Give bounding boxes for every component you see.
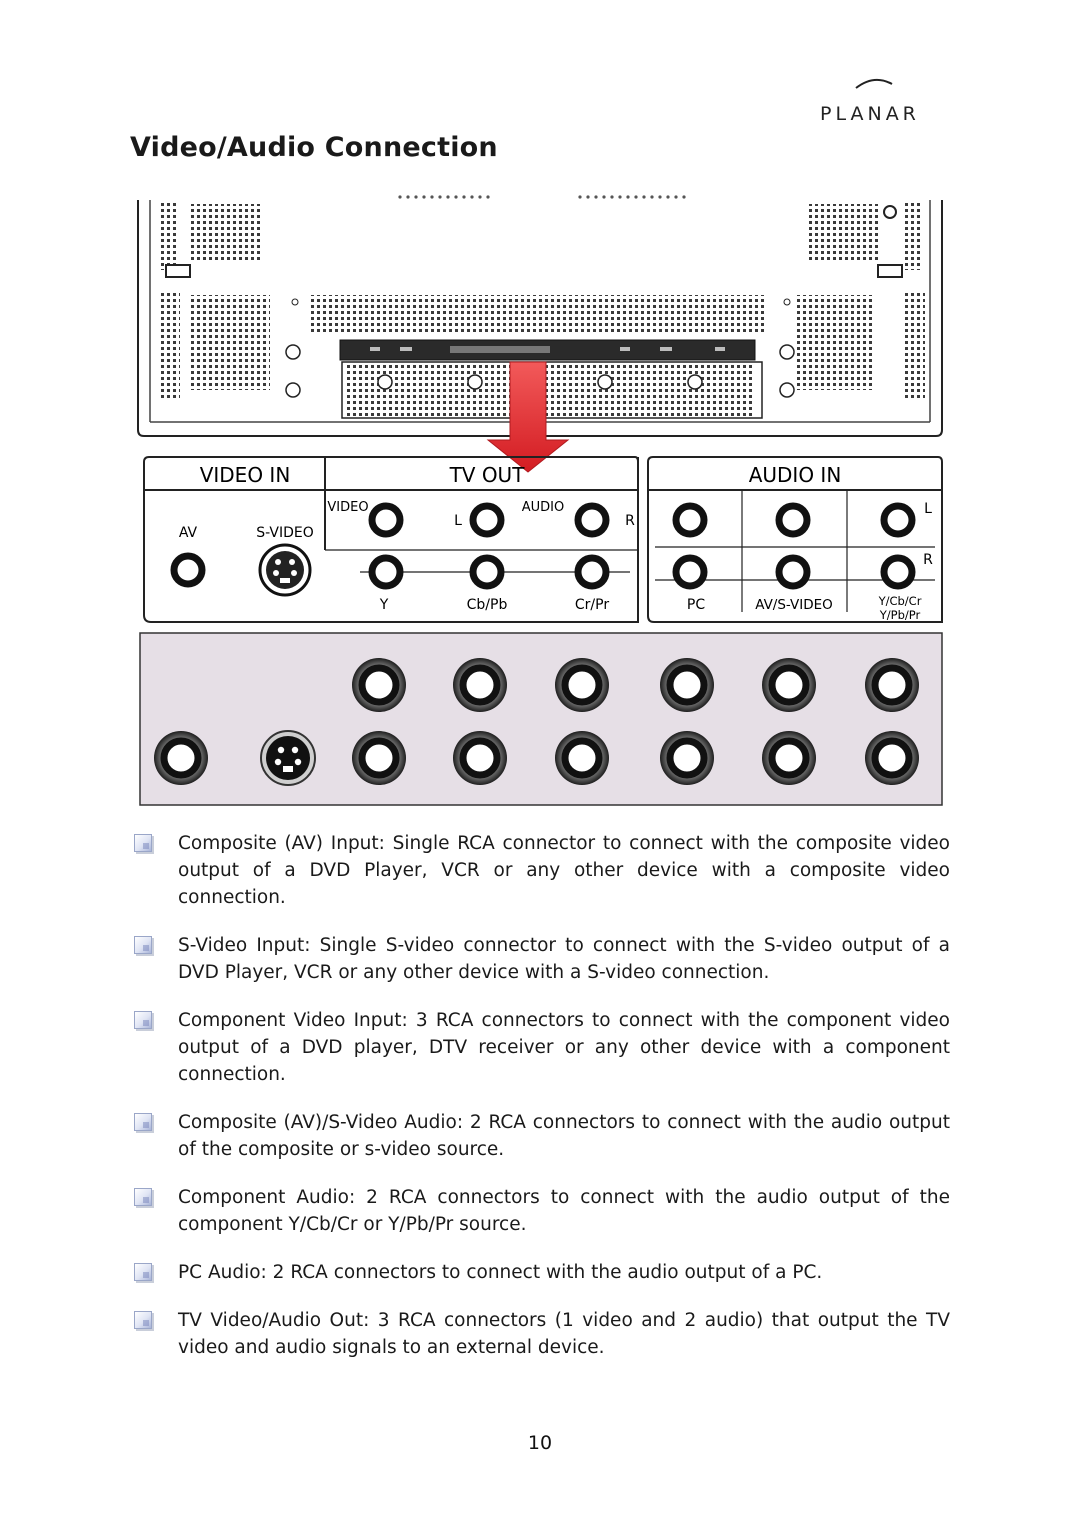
- bullet-icon: [134, 936, 152, 954]
- tvout-cr-jack: [574, 554, 610, 590]
- pc-label: PC: [687, 597, 705, 613]
- video-in-label: VIDEO IN: [200, 463, 291, 487]
- bullet-term: S-Video Input:: [178, 935, 311, 956]
- video-out-label: VIDEO: [327, 500, 368, 515]
- jack-photo-panel: [139, 632, 943, 806]
- bullet-icon: [134, 1188, 152, 1206]
- bullet-icon: [134, 1311, 152, 1329]
- bullet-icon: [134, 1263, 152, 1281]
- bullet-term: Component Video Input:: [178, 1010, 408, 1031]
- s-video-jack-icon: [258, 543, 312, 597]
- bullet-text: Single RCA connector to connect with the…: [178, 833, 950, 908]
- pc-audio-r-jack: [672, 554, 708, 590]
- list-item: S-Video Input: Single S-video connector …: [130, 932, 950, 986]
- bullet-icon: [134, 1113, 152, 1131]
- av-label: AV: [179, 525, 198, 541]
- jack-row-top: [352, 658, 919, 712]
- bullet-term: Composite (AV) Input:: [178, 833, 385, 854]
- cb-pb-label: Cb/Pb: [467, 597, 508, 613]
- page-number: 10: [527, 1432, 553, 1454]
- audio-in-label: AUDIO IN: [749, 463, 842, 487]
- connection-diagram: VIDEO IN TV OUT AUDIO IN AV S-VIDEO VIDE…: [137, 195, 943, 806]
- av-s-video-label: AV/S-VIDEO: [755, 597, 833, 613]
- list-item: Component Audio: 2 RCA connectors to con…: [130, 1184, 950, 1238]
- logo-swoosh-icon: [855, 78, 893, 89]
- list-item: TV Video/Audio Out: 3 RCA connectors (1 …: [130, 1307, 950, 1361]
- comp-audio-r-jack: [880, 554, 916, 590]
- planar-logo: PLANAR: [820, 76, 950, 128]
- cr-pr-label: Cr/Pr: [575, 597, 609, 613]
- bullet-term: PC Audio:: [178, 1262, 267, 1283]
- audio-in-l-label: L: [924, 501, 932, 517]
- bullet-text: 2 RCA connectors to connect with the aud…: [178, 1187, 950, 1235]
- comp-audio-l-jack: [880, 502, 916, 538]
- s-video-photo-jack-icon: [260, 730, 316, 786]
- bullet-text: 3 RCA connectors (1 video and 2 audio) t…: [178, 1310, 950, 1358]
- tvout-l-label: L: [454, 513, 462, 529]
- audio-in-r-label: R: [923, 552, 933, 568]
- av-audio-l-jack: [775, 502, 811, 538]
- bullet-text: 2 RCA connectors to connect with the aud…: [178, 1112, 950, 1160]
- brand-name: PLANAR: [820, 103, 920, 125]
- list-item: Composite (AV) Input: Single RCA connect…: [130, 830, 950, 911]
- y-cb-cr-label: Y/Cb/Cr: [878, 594, 922, 608]
- connector-label-panel: VIDEO IN TV OUT AUDIO IN AV S-VIDEO VIDE…: [143, 456, 943, 623]
- tv-back-panel: [137, 195, 943, 437]
- audio-out-label: AUDIO: [522, 500, 565, 515]
- bullet-term: TV Video/Audio Out:: [178, 1310, 370, 1331]
- bullet-text: 2 RCA connectors to connect with the aud…: [266, 1262, 823, 1283]
- pc-audio-l-jack: [672, 502, 708, 538]
- tv-out-label: TV OUT: [449, 463, 526, 487]
- bullet-icon: [134, 1011, 152, 1029]
- page-title: Video/Audio Connection: [130, 132, 498, 163]
- tvout-cb-jack: [469, 554, 505, 590]
- bullet-text: 3 RCA connectors to connect with the com…: [178, 1010, 950, 1085]
- list-item: PC Audio: 2 RCA connectors to connect wi…: [130, 1259, 950, 1286]
- tvout-audio-l-jack: [469, 502, 505, 538]
- tvout-video-jack: [368, 502, 404, 538]
- bullet-term: Composite (AV)/S-Video Audio:: [178, 1112, 464, 1133]
- tvout-y-jack: [368, 554, 404, 590]
- bullet-text: Single S-video connector to connect with…: [178, 935, 950, 983]
- bullet-icon: [134, 834, 152, 852]
- list-item: Composite (AV)/S-Video Audio: 2 RCA conn…: [130, 1109, 950, 1163]
- y-pb-pr-label: Y/Pb/Pr: [879, 608, 921, 622]
- bullet-term: Component Audio:: [178, 1187, 356, 1208]
- av-audio-r-jack: [775, 554, 811, 590]
- tvout-audio-r-jack: [574, 502, 610, 538]
- connection-descriptions: Composite (AV) Input: Single RCA connect…: [130, 830, 950, 1382]
- y-label: Y: [379, 597, 389, 613]
- tvout-r-label: R: [625, 513, 635, 529]
- av-in-jack: [170, 552, 206, 588]
- list-item: Component Video Input: 3 RCA connectors …: [130, 1007, 950, 1088]
- jack-row-bottom: [154, 731, 919, 785]
- s-video-label: S-VIDEO: [256, 525, 313, 541]
